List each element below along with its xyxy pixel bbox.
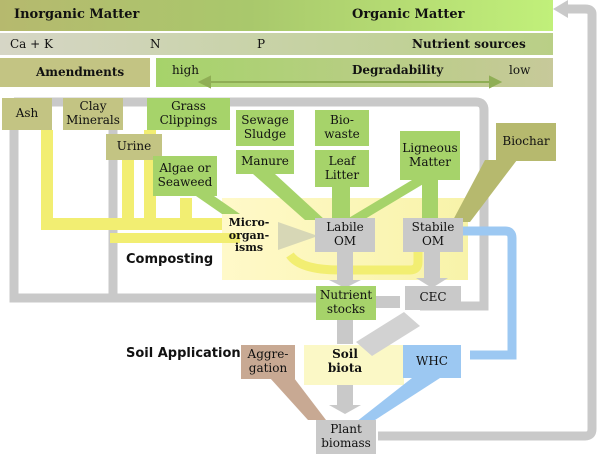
mineral-loop-top xyxy=(14,97,489,311)
labile-to-nutrient-head xyxy=(329,280,361,288)
nutrient-p: P xyxy=(257,37,266,51)
nutrient-to-soilbiota-grey xyxy=(337,318,353,344)
stabile-to-cec-head xyxy=(416,278,448,288)
organic-matter-label: Organic Matter xyxy=(352,7,465,22)
manure-to-labile-green xyxy=(253,174,325,220)
node-plant-biomass: Plant biomass xyxy=(316,420,376,454)
node-labile-om: Labile OM xyxy=(315,218,375,252)
node-grass-clippings: Grass Clippings xyxy=(147,98,230,130)
node-ash: Ash xyxy=(2,98,52,130)
soilbiota-to-plant-head xyxy=(329,405,361,414)
cec-to-nutrient-arrow xyxy=(368,296,400,308)
node-whc: WHC xyxy=(403,345,461,378)
degradability-low: low xyxy=(509,63,531,77)
stabile-to-cec-grey xyxy=(424,250,440,280)
nutrient-n: N xyxy=(150,37,161,51)
nutrient-sources-band xyxy=(0,33,553,55)
nutrient-ca-k: Ca + K xyxy=(10,37,53,51)
labile-stabile-loop xyxy=(286,252,423,275)
node-clay-minerals: Clay Minerals xyxy=(63,98,123,130)
algae-to-micro-green xyxy=(196,196,240,214)
soil-biota-zone xyxy=(304,345,404,385)
ligneous-to-stabile-green xyxy=(422,180,438,222)
stabile-to-whc-blue xyxy=(460,226,517,360)
cec-to-soilbiota-arrow xyxy=(356,312,420,356)
plant-return-loop xyxy=(378,4,597,441)
aggregation-to-plant xyxy=(270,378,326,420)
ash-yellow-flow xyxy=(41,130,222,230)
node-biowaste: Bio- waste xyxy=(315,110,369,146)
soil-application-label: Soil Application xyxy=(126,346,241,361)
node-manure: Manure xyxy=(236,150,294,174)
micro-to-labile-arrow xyxy=(278,222,318,250)
amendments-label: Amendments xyxy=(36,65,125,79)
composting-label: Composting xyxy=(126,252,214,267)
labile-to-nutrient-grey xyxy=(337,250,353,280)
degradability-arrow xyxy=(197,75,503,89)
ligneous-to-labile-green xyxy=(342,180,430,222)
biochar-to-stabile xyxy=(452,160,517,222)
node-micro-organisms: Micro- organ- isms xyxy=(228,216,270,255)
inorganic-matter-label: Inorganic Matter xyxy=(14,7,140,22)
degradability-high: high xyxy=(172,63,199,77)
node-ligneous-matter: Ligneous Matter xyxy=(400,131,460,180)
node-stabile-om: Stabile OM xyxy=(403,218,463,252)
node-biochar: Biochar xyxy=(496,123,556,161)
node-sewage-sludge: Sewage Sludge xyxy=(236,110,294,146)
node-soil-biota: Soil biota xyxy=(327,347,363,375)
node-cec: CEC xyxy=(405,286,461,310)
node-aggregation: Aggre- gation xyxy=(241,345,295,379)
leaf-to-labile-green xyxy=(332,187,350,220)
whc-to-plant xyxy=(356,378,440,422)
amendments-band xyxy=(0,58,150,87)
node-urine: Urine xyxy=(106,134,162,160)
node-leaf-litter: Leaf Litter xyxy=(315,150,369,187)
node-nutrient-stocks: Nutrient stocks xyxy=(316,286,376,320)
mineral-loop-left xyxy=(9,130,316,303)
degradability-label: Degradability xyxy=(352,63,444,77)
plant-return-arrowhead xyxy=(553,0,568,18)
nutrient-sources-label: Nutrient sources xyxy=(412,37,526,51)
matter-band xyxy=(0,0,553,31)
soilbiota-to-plant-grey xyxy=(337,385,353,407)
node-algae-seaweed: Algae or Seaweed xyxy=(153,156,217,196)
